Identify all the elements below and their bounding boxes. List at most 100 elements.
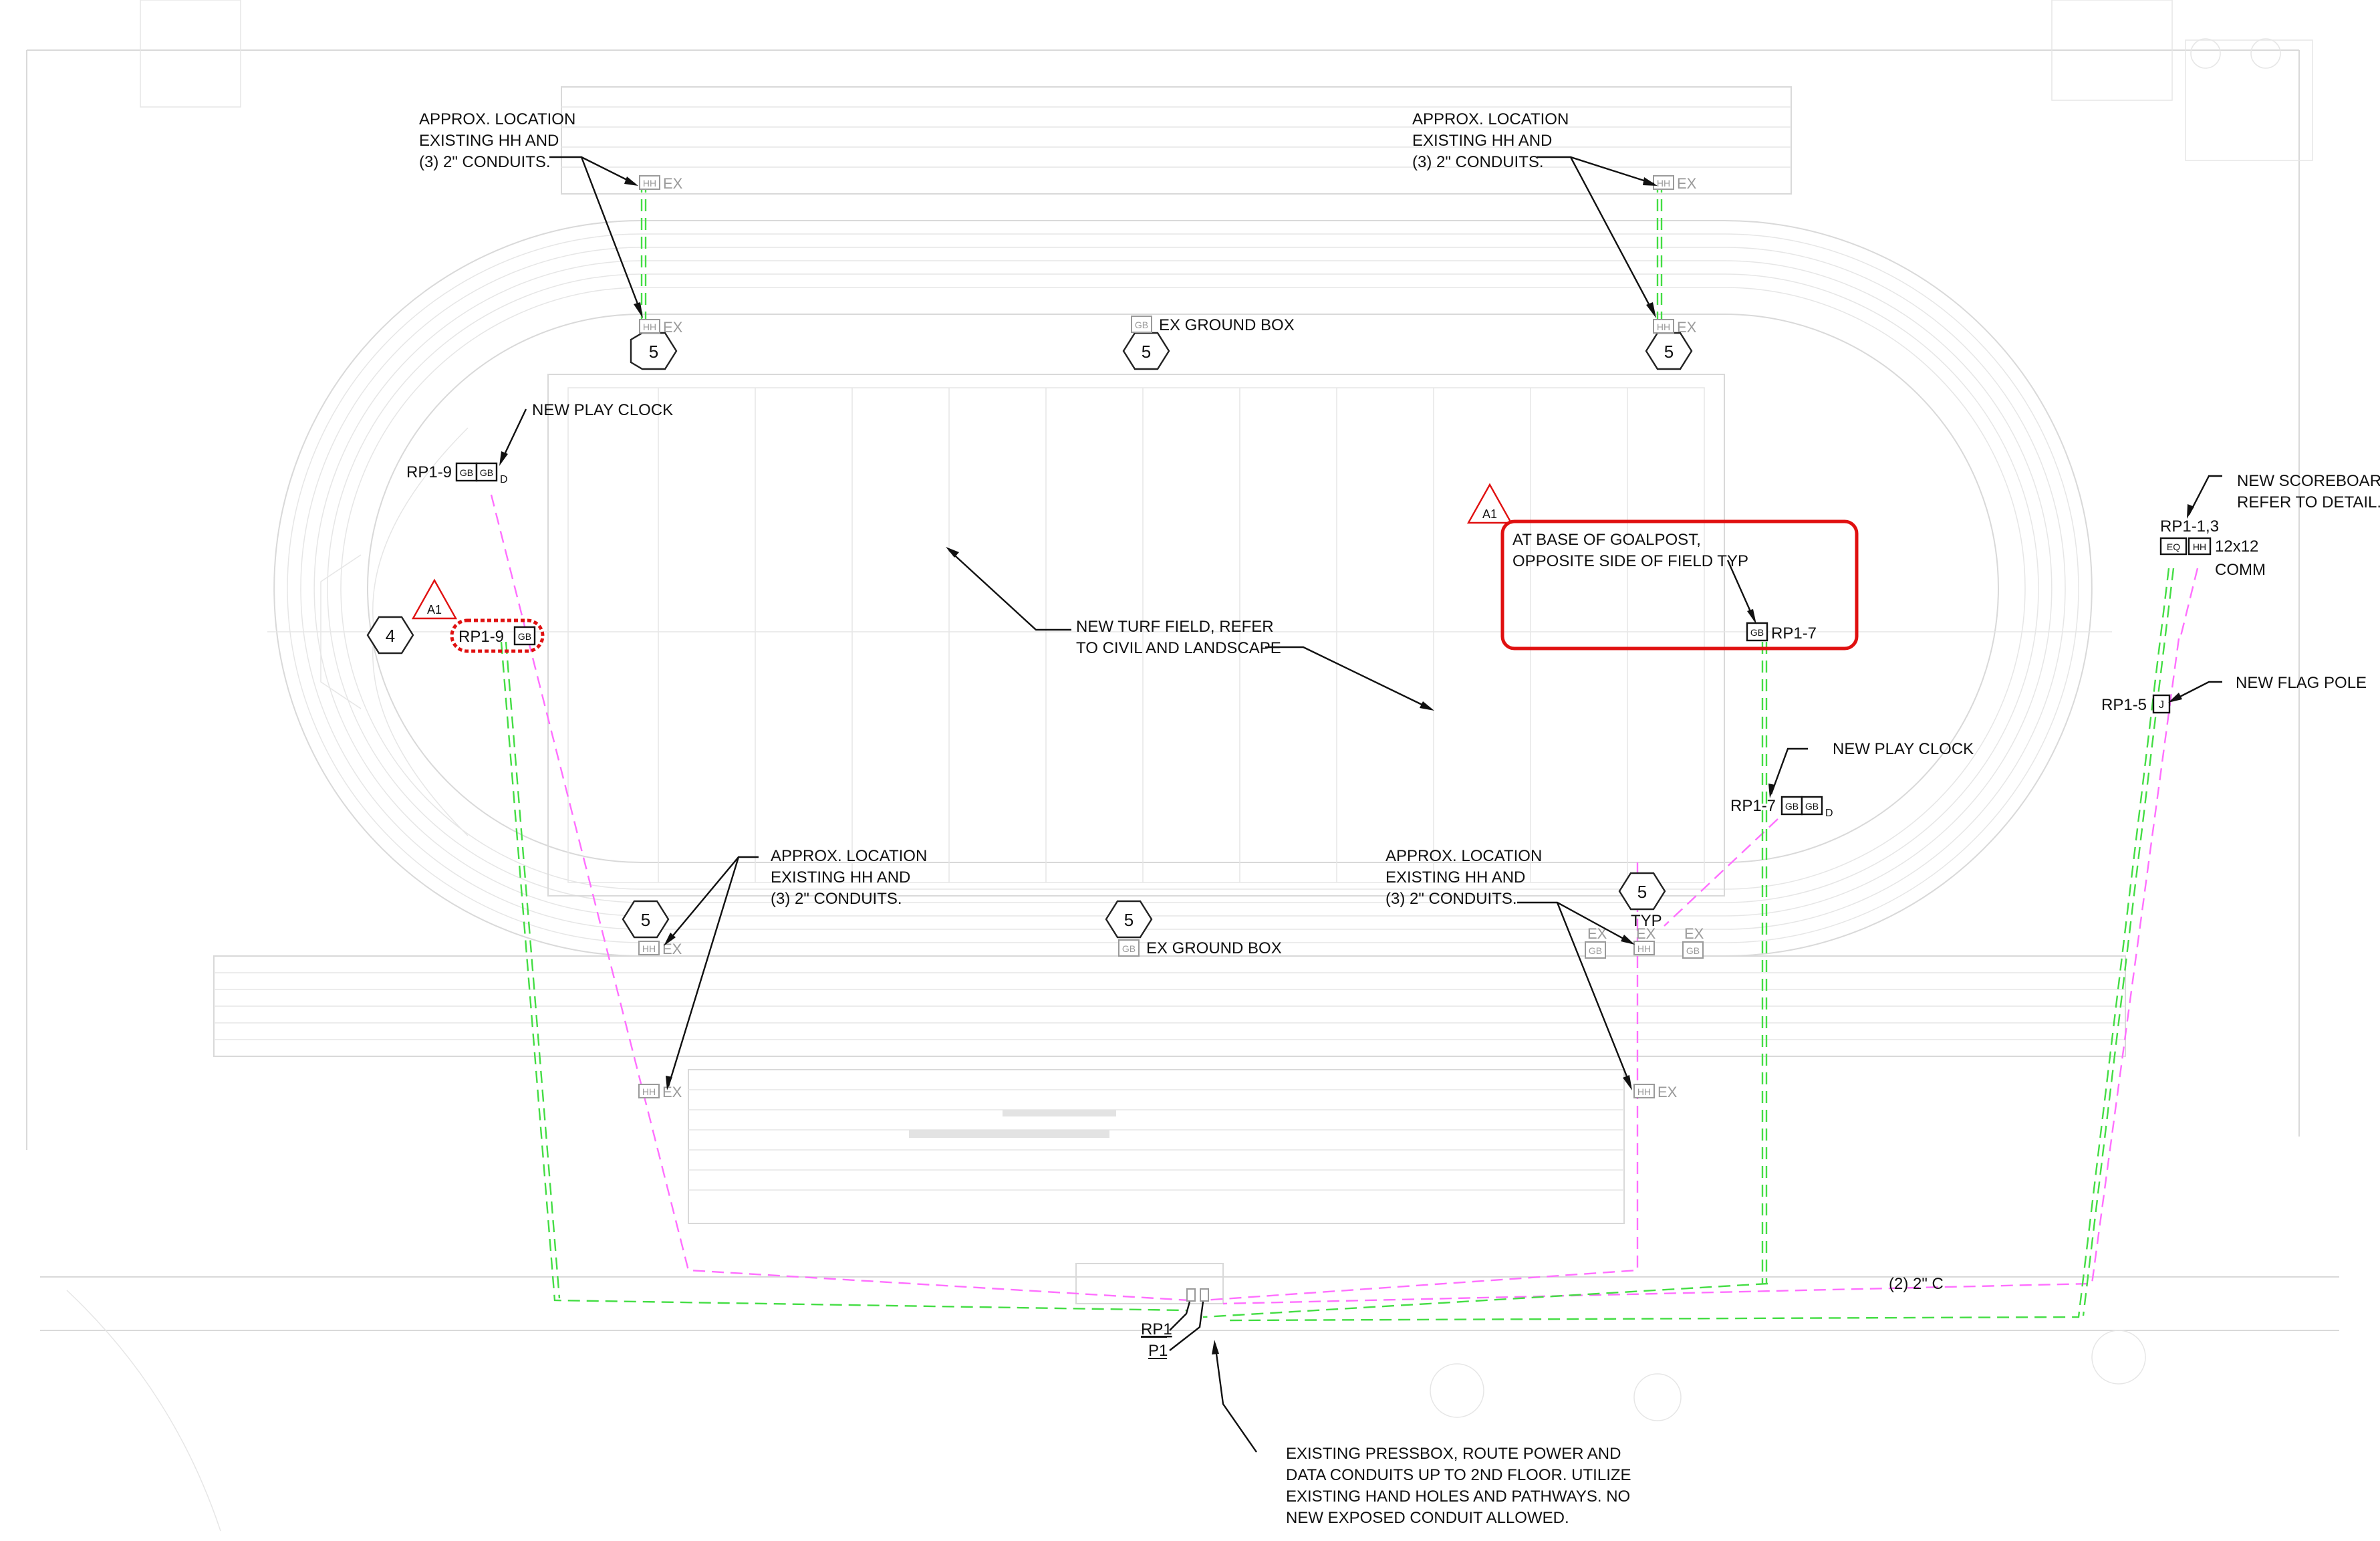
scoreboard-device: RP1-1,3 EQ HH 12x12 COMM [2159,517,2266,579]
tags-gb: GB [1686,945,1700,956]
tags-gb: GB [480,467,493,478]
keynote-5-top-center: 5 [1122,332,1170,370]
gb-top-center: GB [1131,316,1152,333]
gb-bottom-right-b: EX GB [1682,925,1704,959]
tags-hh: HH [2193,542,2206,552]
note-pressbox: EXISTING PRESSBOX, ROUTE POWER AND DATA … [1286,1445,1631,1527]
pressbox-panels: RP1 P1 [1141,1288,1209,1360]
keynote-label: 5 [1637,882,1647,902]
tags-gb: GB [1589,945,1602,956]
hh-bottom-right-lower: HH EX [1633,1084,1678,1100]
note-flag-pole: NEW FLAG POLE [2236,674,2367,692]
note-play-clock-right: NEW PLAY CLOCK [1833,740,1974,758]
tags-hh: HH [642,1086,656,1097]
tags-gb: GB [1805,801,1819,812]
flag-pole-device: RP1-5 J [2101,694,2171,714]
tags-ex: EX [1636,925,1656,942]
goalpost-left-device: RP1-9 GB [458,626,536,646]
notes-hh-bottom-right-2: (3) 2" CONDUITS. [1385,890,1517,908]
notes-hh-bottom-right-1: EXISTING HH AND [1385,868,1525,886]
tags-gb: GB [1122,943,1136,954]
revision-cloud-right [1500,519,1859,650]
notes-hh-top-right-0: APPROX. LOCATION [1412,110,1569,128]
leader-lines [499,156,2222,1453]
typ-label: TYP [1631,912,1662,930]
keynote-label: 5 [1142,342,1151,362]
keynote-5-bottom-right: 5 [1618,872,1666,911]
tags-gb: GB [1750,627,1764,638]
tags-d: D [1825,808,1833,819]
note-ex-ground-box-bottom: EX GROUND BOX [1146,939,1282,957]
keynote-5-top-left: 5 [630,332,678,370]
note-play-clock-left: NEW PLAY CLOCK [532,401,673,419]
notes-turf-0: NEW TURF FIELD, REFER [1076,618,1274,636]
tags-j: J [2159,699,2164,711]
notes-pressbox-3: NEW EXPOSED CONDUIT ALLOWED. [1286,1509,1569,1527]
notes-hh-top-left-2: (3) 2" CONDUITS. [419,153,551,171]
notes-pressbox-2: EXISTING HAND HOLES AND PATHWAYS. NO [1286,1488,1630,1506]
gb-bottom-center: GB [1118,939,1140,957]
tags-ex: EX [1684,925,1704,942]
notes-hh-bottom-left-0: APPROX. LOCATION [771,847,927,865]
tags-ex: EX [663,319,683,336]
tags-ex: EX [1677,175,1697,192]
keynote-label: 5 [649,342,658,362]
note-scoreboard: NEW SCOREBOARD, REFER TO DETAIL. [2237,472,2380,511]
tags-ex: EX [1677,319,1697,336]
revision-label: A1 [1482,507,1497,521]
notes-comm-1: COMM [2215,561,2266,579]
note-hh-top-right: APPROX. LOCATION EXISTING HH AND (3) 2" … [1412,110,1569,171]
keynote-4: 4 [366,616,414,655]
notes-hh-bottom-left-1: EXISTING HH AND [771,868,910,886]
tags-gb: GB [518,631,531,642]
tags-gb: GB [460,467,473,478]
tags-hh: HH [643,178,656,189]
power-conduit-runs [490,494,2180,1305]
note-hh-bottom-right: APPROX. LOCATION EXISTING HH AND (3) 2" … [1385,847,1542,908]
notes-scoreboard-1: REFER TO DETAIL. [2237,493,2380,511]
note-hh-bottom-left: APPROX. LOCATION EXISTING HH AND (3) 2" … [771,847,927,908]
goalpost-right-device: GB RP1-7 [1746,622,1817,642]
hh-top-right-upper: HH EX [1653,175,1697,192]
tags-hh: HH [1637,943,1651,954]
tags-eq: EQ [2167,542,2180,552]
tags-hh: HH [642,943,656,954]
notes-goalpost-1: OPPOSITE SIDE OF FIELD TYP [1512,552,1748,570]
comm-conduit-runs [500,181,2199,1322]
revision-delta-left: A1 [411,578,458,620]
keynote-5-top-right: 5 [1645,332,1693,370]
revision-label: A1 [427,603,442,616]
existing-site-background [26,0,2339,1532]
note-conduit: (2) 2" C [1889,1275,1944,1293]
play-clock-right-device: RP1-7 GB GB D [1730,796,1833,819]
keynote-label: 4 [386,626,395,646]
tags-d: D [500,474,508,485]
tags-gb: GB [1135,320,1148,330]
notes-hh-top-left-0: APPROX. LOCATION [419,110,575,128]
play-clock-left-device: RP1-9 GB GB D [406,462,508,485]
note-hh-top-left: APPROX. LOCATION EXISTING HH AND (3) 2" … [419,110,575,171]
notes-hh-bottom-right-0: APPROX. LOCATION [1385,847,1542,865]
tags-hh: HH [1637,1086,1651,1097]
tags-hh: HH [1657,178,1670,189]
revision-delta-right: A1 [1466,483,1513,524]
circuit-label: RP1-9 [406,463,452,481]
tags-hh: HH [643,322,656,332]
circuit-label: RP1-5 [2101,696,2147,714]
notes-hh-top-left-1: EXISTING HH AND [419,132,559,150]
keynote-5-bottom-left: 5 [622,900,670,939]
notes-scoreboard-0: NEW SCOREBOARD, [2237,472,2380,490]
notes-pressbox-1: DATA CONDUITS UP TO 2ND FLOOR. UTILIZE [1286,1466,1631,1484]
circuit-label: RP1-7 [1730,797,1776,815]
keynote-5-bottom-center: 5 [1105,900,1153,939]
tags-ex: EX [1658,1084,1678,1100]
tags-ex: EX [663,175,683,192]
keynote-label: 5 [1664,342,1674,362]
tags-gb: GB [1785,801,1799,812]
